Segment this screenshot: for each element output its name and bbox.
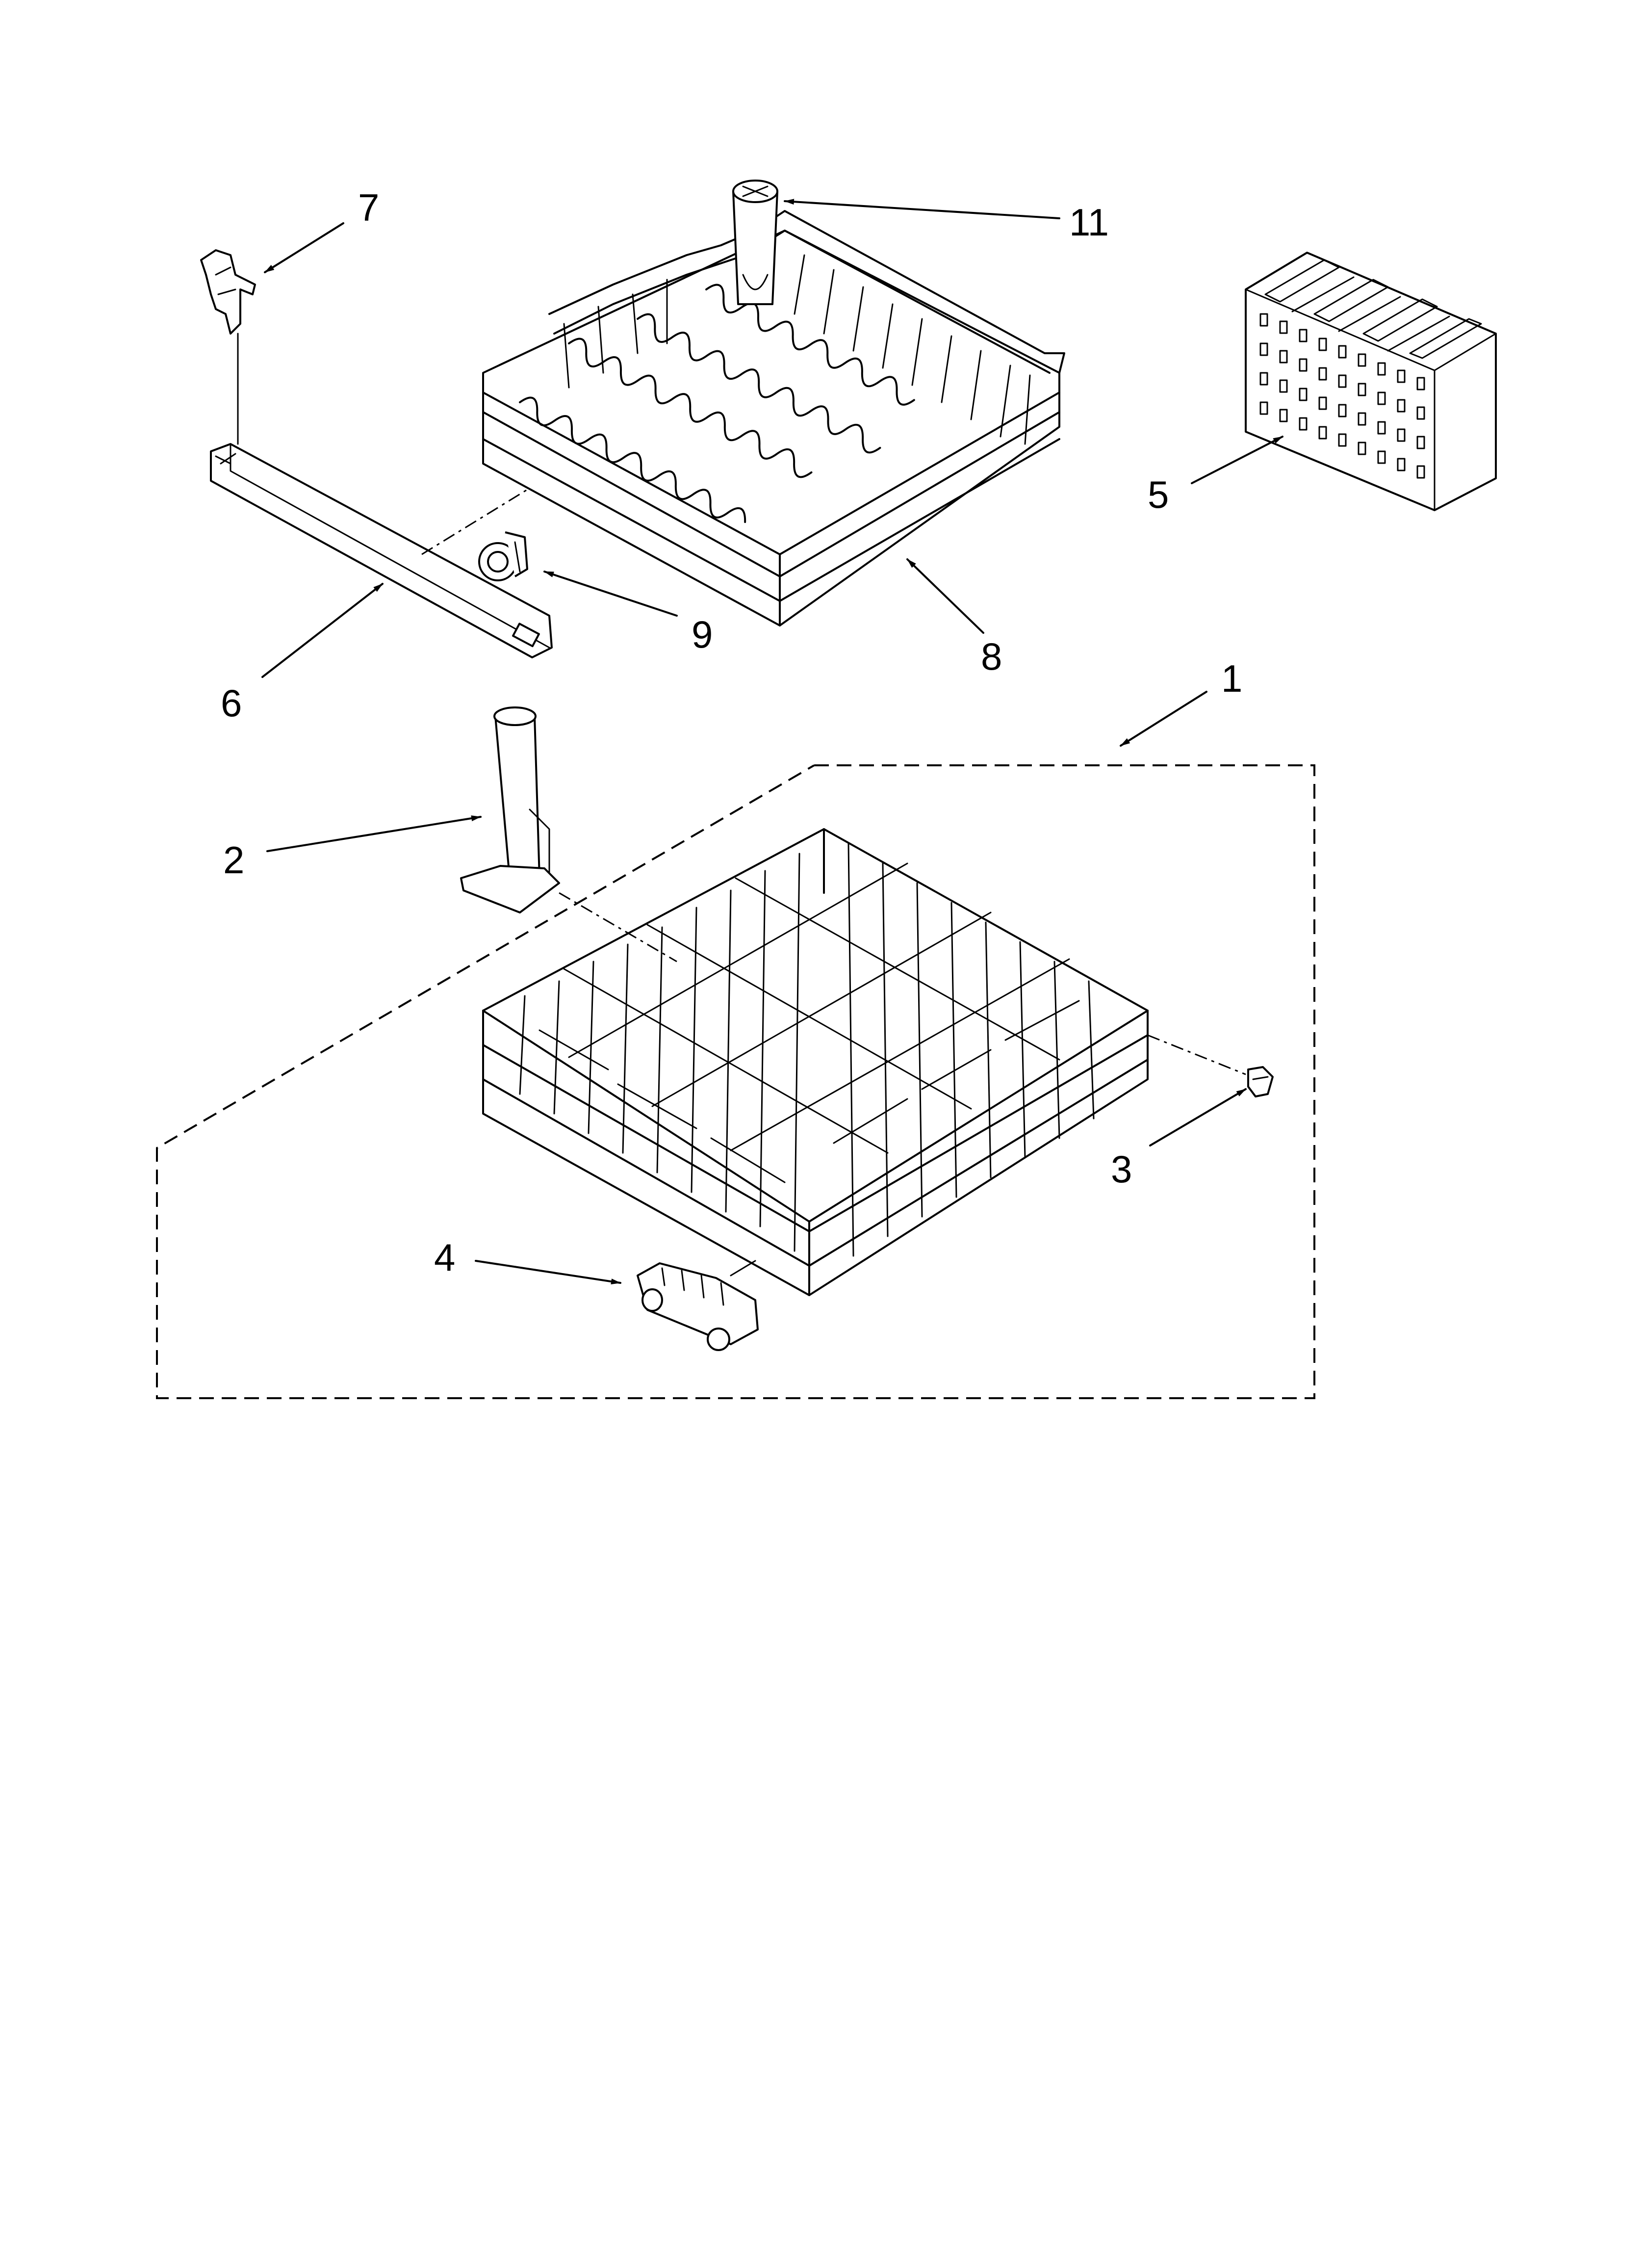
rack-clip-part-7 (200, 249, 256, 445)
callout-1: 1 (1221, 657, 1242, 700)
basket-grid (1259, 313, 1425, 479)
leader-2 (266, 815, 482, 852)
leader-3 (1149, 1088, 1247, 1147)
callout-2: 2 (223, 838, 244, 882)
leader-11 (784, 199, 1060, 219)
rack-roller-part-9 (478, 531, 528, 581)
silverware-basket-part-5 (1245, 252, 1497, 511)
callout-6: 6 (221, 681, 242, 725)
leader-7 (264, 222, 344, 273)
leader-6 (261, 583, 384, 678)
callout-7: 7 (358, 186, 379, 229)
leader-lines (261, 199, 1283, 1285)
leader-1 (1120, 691, 1207, 747)
callout-4: 4 (434, 1236, 455, 1279)
callout-3: 3 (1111, 1147, 1132, 1191)
feed-tube-part-11 (732, 180, 778, 305)
lower-rack-assembly-boundary (156, 764, 1315, 1399)
wheel-part-4 (637, 1260, 759, 1351)
leader-5 (1191, 436, 1283, 484)
leader-9 (543, 571, 678, 617)
callout-labels: 7 11 5 6 9 8 1 2 3 4 (221, 186, 1242, 1279)
upper-rack-part-8 (482, 210, 1065, 626)
stud-part-3 (1247, 1066, 1274, 1097)
rack-track-part-6 (210, 443, 553, 658)
leader-8 (906, 558, 984, 634)
leader-4 (475, 1260, 621, 1285)
callout-11: 11 (1069, 201, 1109, 244)
callout-9: 9 (692, 613, 713, 656)
callout-5: 5 (1148, 473, 1169, 516)
lower-rack (482, 828, 1246, 1296)
lower-feed-tube-part-2 (460, 706, 677, 963)
callout-8: 8 (981, 635, 1002, 678)
